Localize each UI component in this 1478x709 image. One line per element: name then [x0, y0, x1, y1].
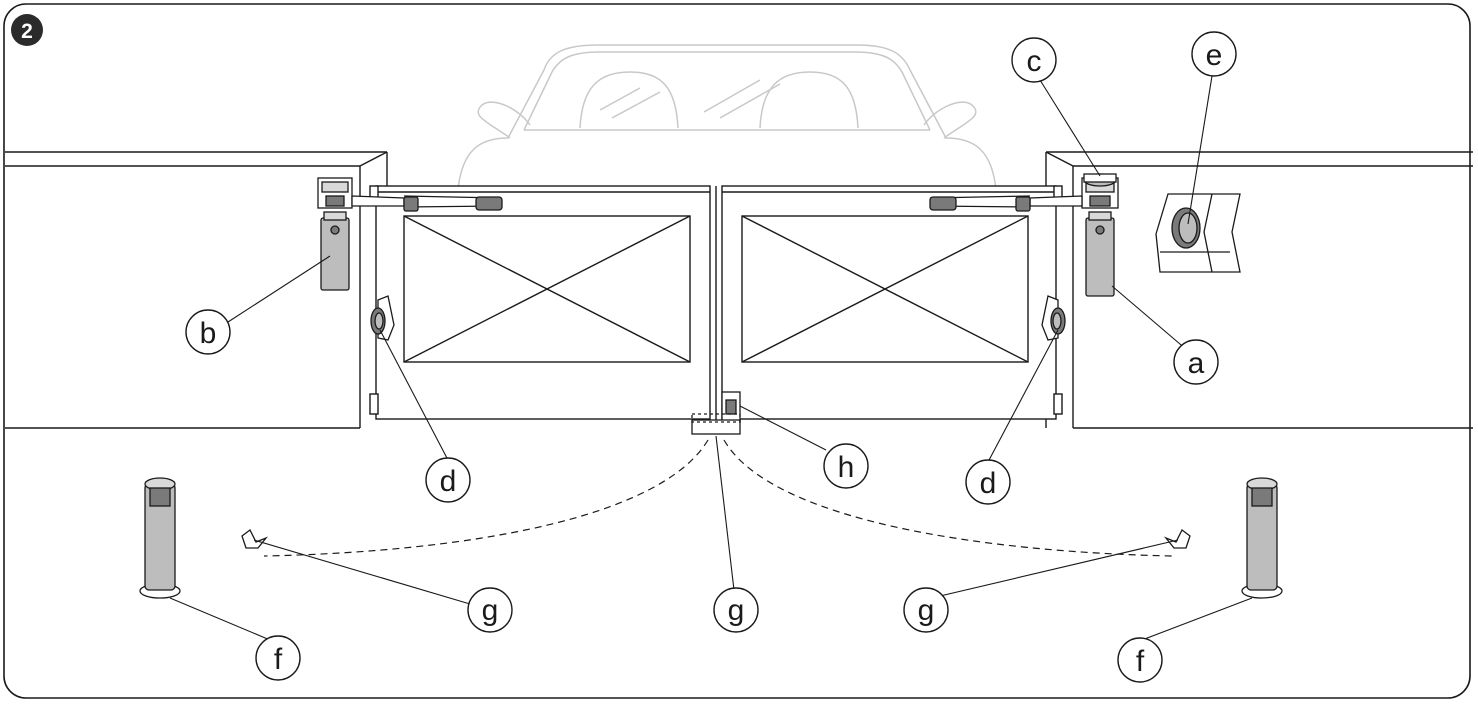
callout-e-label: e	[1206, 39, 1223, 72]
callout-c: c	[1011, 37, 1057, 83]
callout-g-right: g	[903, 587, 949, 633]
left-gate-leaf	[369, 185, 711, 420]
electric-lock	[691, 391, 741, 435]
callout-c-label: c	[1027, 45, 1042, 78]
callout-f-right-label: f	[1136, 645, 1145, 678]
callout-h: h	[823, 443, 869, 489]
callout-d-left-label: d	[440, 465, 457, 498]
callout-b: b	[185, 309, 231, 355]
left-photocell	[370, 295, 395, 341]
left-photocell-column	[139, 477, 181, 599]
callout-e: e	[1191, 31, 1237, 77]
callout-g-center-label: g	[728, 594, 745, 627]
callout-a: a	[1173, 339, 1219, 385]
figure-frame	[3, 3, 1471, 699]
callout-d-right: d	[965, 459, 1011, 505]
right-ground-stop	[1163, 529, 1191, 549]
right-photocell-column	[1241, 477, 1283, 599]
flashing-light	[1155, 193, 1241, 273]
left-gearmotor	[317, 177, 503, 291]
right-gate-panel	[741, 215, 1029, 363]
callout-f-right: f	[1117, 637, 1163, 683]
right-gate-leaf	[721, 185, 1063, 420]
callout-g-center: g	[713, 587, 759, 633]
left-wall	[5, 151, 388, 429]
callout-g-left-label: g	[482, 594, 499, 627]
callout-f-left-label: f	[274, 643, 283, 676]
callout-d-left: d	[425, 457, 471, 503]
callout-h-label: h	[838, 451, 855, 484]
callout-f-left: f	[255, 635, 301, 681]
right-gearmotor	[929, 177, 1119, 297]
callout-b-label: b	[200, 317, 217, 350]
callout-g-right-label: g	[918, 594, 935, 627]
figure-number-badge: 2	[11, 14, 43, 46]
callout-d-right-label: d	[980, 467, 997, 500]
right-photocell	[1041, 295, 1066, 341]
left-ground-stop	[241, 529, 269, 549]
callout-a-label: a	[1188, 347, 1205, 380]
left-gate-panel	[403, 215, 691, 363]
gate-swing-arcs	[263, 439, 1173, 557]
leader-lines	[169, 75, 1253, 641]
callout-g-left: g	[467, 587, 513, 633]
figure-number: 2	[21, 20, 33, 43]
control-unit	[1083, 173, 1117, 187]
car-outline	[457, 44, 997, 191]
